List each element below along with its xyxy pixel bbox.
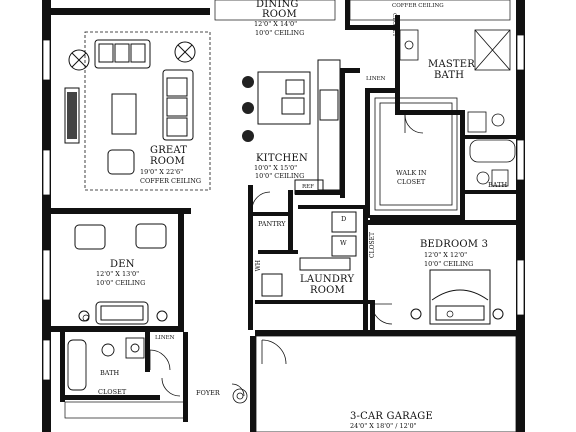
bath-right-name: BATH: [488, 181, 508, 189]
master-bath-name-line2: BATH: [434, 70, 465, 81]
left-bath-fixtures: [67, 337, 145, 391]
bedroom3-furniture: [410, 269, 504, 325]
wh-label: WH: [255, 260, 262, 272]
closet-small-label: CLOSET: [390, 12, 397, 37]
door-swings: [149, 114, 424, 397]
den-ceiling: 10'0" CEILING: [96, 279, 146, 287]
exterior-walls: [42, 0, 525, 432]
top-right-ceiling-label: COFFER CEILING: [392, 3, 444, 9]
dryer-label: D: [341, 215, 347, 223]
linen-bottom-label: LINEN: [155, 335, 175, 341]
great-room-name-line1: GREAT: [150, 145, 188, 156]
dining-room-ceiling: 10'0" CEILING: [255, 29, 305, 37]
closet-mid-label: CLOSET: [369, 232, 376, 258]
coffer-strip: [349, 0, 511, 21]
foyer-label: FOYER: [196, 389, 220, 397]
laundry-name-line2: ROOM: [310, 285, 345, 296]
den-furniture: [74, 223, 168, 325]
garage-name: 3-CAR GARAGE: [350, 411, 433, 422]
interior-walls: [51, 0, 520, 432]
great-room-coffer: [84, 31, 211, 191]
outlet-marks: [82, 310, 454, 322]
bedroom3-size: 12'0" X 12'0": [424, 251, 468, 259]
laundry-fixtures: [261, 211, 357, 297]
ref-label: REF: [302, 184, 314, 190]
linen-top-label: LINEN: [366, 76, 386, 82]
closet-bottom-label: CLOSET: [98, 388, 127, 396]
kitchen-ceiling: 10'0" CEILING: [255, 172, 305, 180]
kitchen-name: KITCHEN: [256, 153, 308, 164]
closet-shelves: [374, 97, 458, 211]
windows-right: [516, 34, 525, 316]
walk-in-closet-line1: WALK IN: [396, 169, 427, 177]
great-room-furniture: [68, 39, 196, 175]
great-room-ceiling: COFFER CEILING: [140, 177, 202, 185]
bath-left-name: BATH: [100, 369, 120, 377]
pantry-label: PANTRY: [258, 220, 286, 228]
foyer-rosette: [232, 388, 248, 404]
bedroom3-name: BEDROOM 3: [420, 239, 489, 250]
master-bath-fixtures: [399, 29, 516, 187]
windows-left: [42, 39, 51, 381]
kitchen-size: 10'0" X 15'0": [254, 164, 298, 172]
dining-room-name-line1: DINING: [256, 0, 299, 10]
bedroom3-ceiling: 10'0" CEILING: [424, 260, 474, 268]
washer-label: W: [340, 239, 347, 247]
dining-room-name-line2: ROOM: [262, 9, 297, 20]
walk-in-closet-line2: CLOSET: [397, 178, 426, 186]
great-room-name-line2: ROOM: [150, 156, 185, 167]
dining-room: [214, 0, 336, 21]
laundry-name-line1: LAUNDRY: [300, 274, 355, 285]
fireplace: [64, 87, 80, 144]
garage-outline: [255, 335, 517, 432]
garage-size: 24'0" X 18'0" / 12'0": [350, 422, 417, 430]
den-name: DEN: [110, 259, 135, 270]
closet-strip: [64, 401, 186, 419]
master-bath-name-line1: MASTER: [428, 59, 476, 70]
dining-room-size: 12'0" X 14'0": [254, 20, 298, 28]
kitchen-island: [257, 59, 341, 195]
den-size: 12'0" X 13'0": [96, 270, 140, 278]
great-room-size: 19'0" X 22'6": [140, 168, 184, 176]
bar-stools: [242, 76, 254, 142]
